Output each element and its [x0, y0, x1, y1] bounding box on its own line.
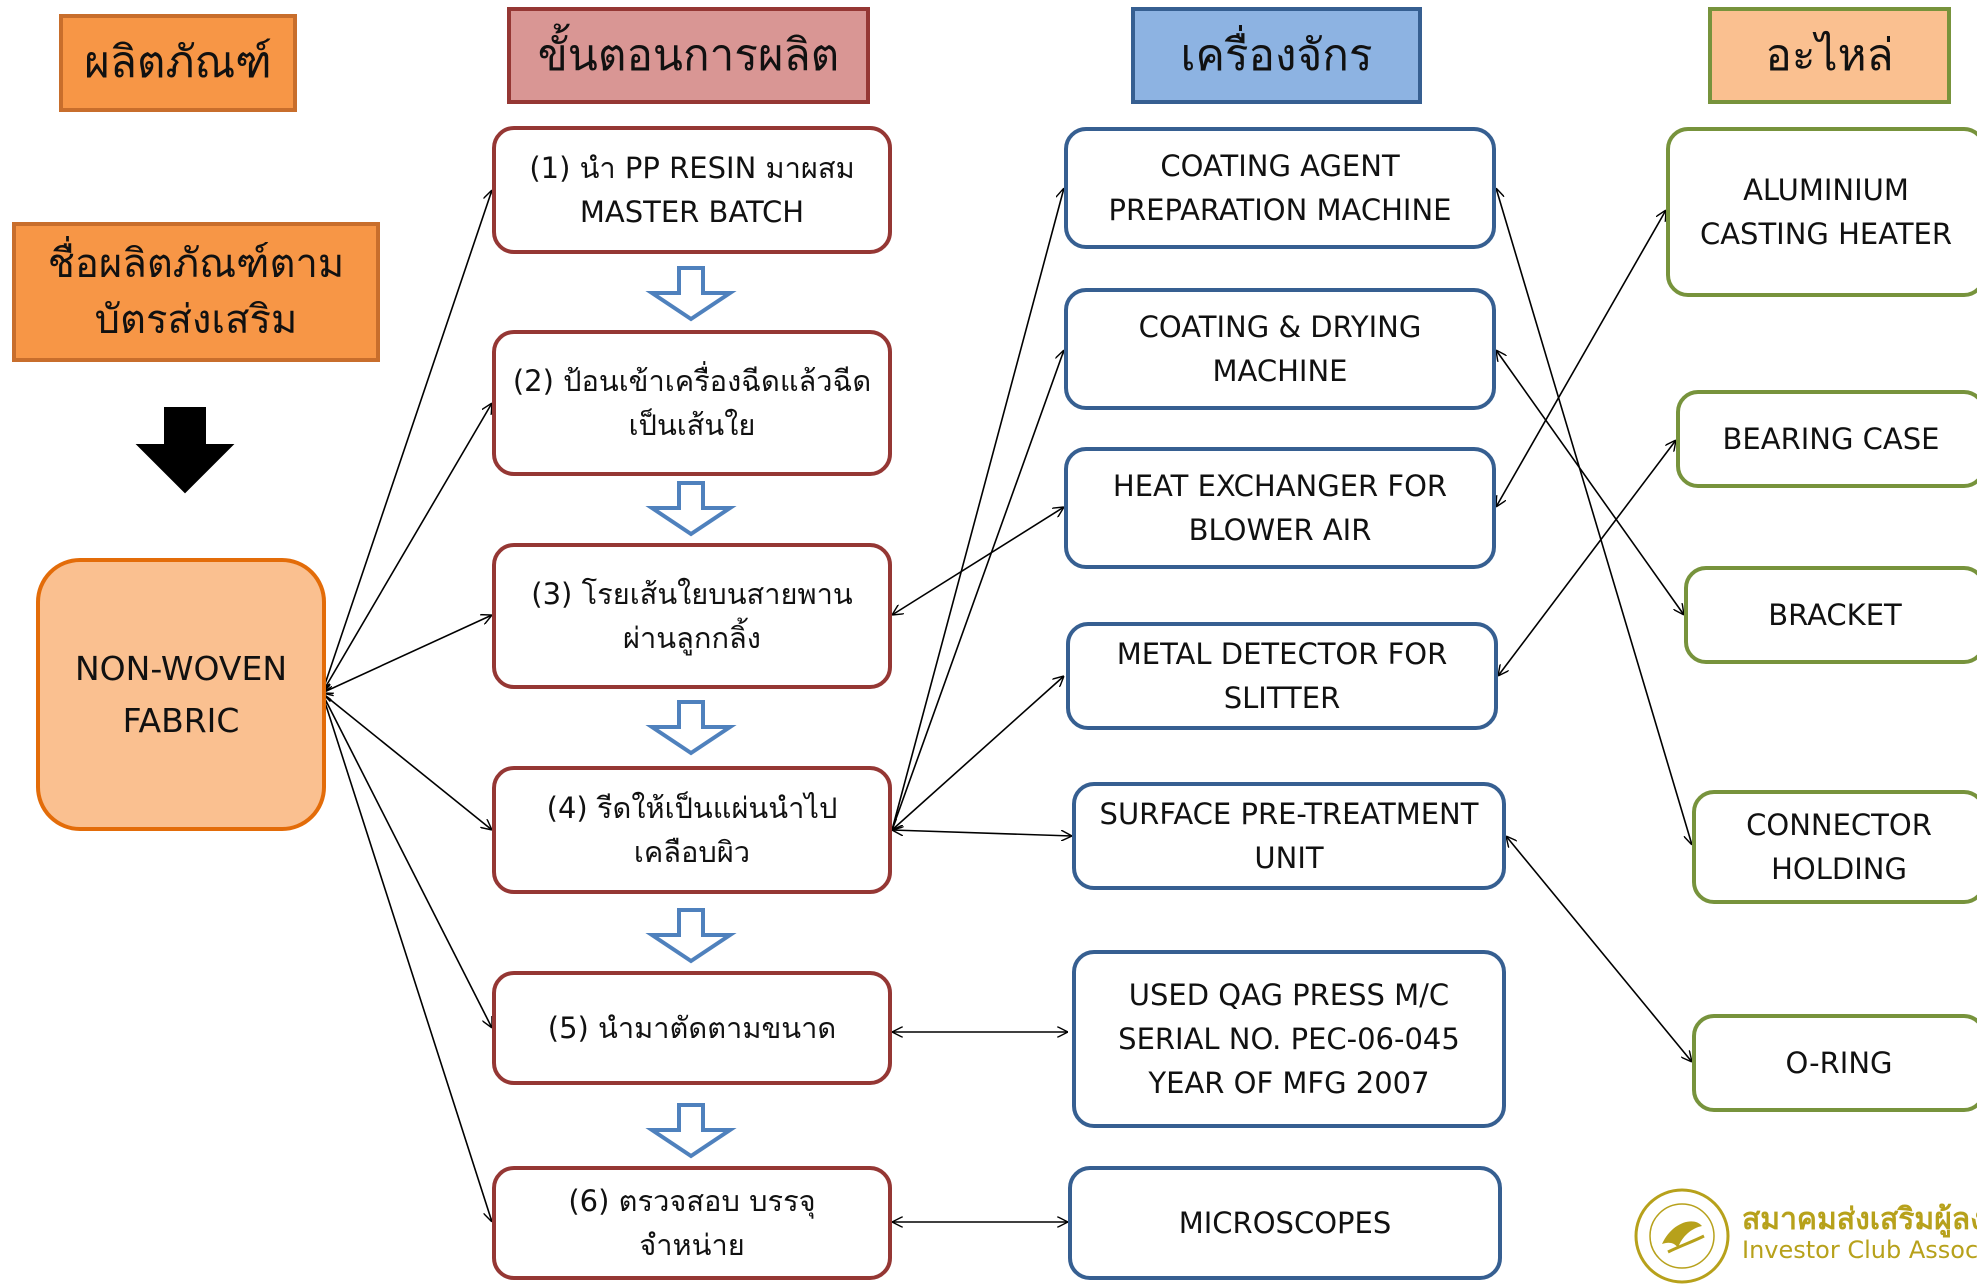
- link-step4-coating-agent: [891, 188, 1064, 831]
- machine-surface-treatment: SURFACE PRE-TREATMENT UNIT: [1072, 782, 1506, 890]
- machine-5-line2: UNIT: [1254, 841, 1324, 875]
- process-step-1: (1) นำ PP RESIN มาผสม MASTER BATCH: [492, 126, 892, 254]
- logo-english-text: Investor Club Association: [1742, 1236, 1977, 1264]
- link-product-step4: [322, 693, 492, 830]
- part-connector-holding: CONNECTOR HOLDING: [1692, 790, 1977, 904]
- black-down-arrow: [135, 407, 235, 494]
- association-logo: สมาคมส่งเสริมผู้ลงทุน Investor Club Asso…: [1632, 1178, 1977, 1284]
- process-step-4: (4) รีดให้เป็นแผ่นนำไป เคลือบผิว: [492, 766, 892, 894]
- step-2-line2: เป็นเส้นใย: [628, 408, 756, 442]
- product-line2: FABRIC: [122, 700, 240, 740]
- part-1-line1: ALUMINIUM: [1743, 173, 1909, 207]
- down-arrow-5: [645, 1103, 737, 1159]
- step-1-line1: (1) นำ PP RESIN มาผสม: [529, 151, 855, 185]
- machine-2-line2: MACHINE: [1212, 354, 1348, 388]
- down-arrow-1: [645, 266, 737, 322]
- machine-microscopes: MICROSCOPES: [1068, 1166, 1502, 1280]
- down-arrow-2: [645, 481, 737, 537]
- machine-2-line1: COATING & DRYING: [1138, 310, 1422, 344]
- machine-6-line2: SERIAL NO. PEC-06-045: [1118, 1022, 1460, 1056]
- machine-heat-exchanger: HEAT EXCHANGER FOR BLOWER AIR: [1064, 447, 1496, 569]
- header-process-label: ขั้นตอนการผลิต: [537, 29, 840, 81]
- step-3-line2: ผ่านลูกกลิ้ง: [623, 621, 761, 655]
- link-step4-metal-detector: [892, 676, 1064, 830]
- header-machine-label: เครื่องจักร: [1180, 29, 1373, 81]
- part-bracket: BRACKET: [1684, 566, 1977, 664]
- header-process: ขั้นตอนการผลิต: [507, 7, 870, 104]
- part-5-line1: O-RING: [1785, 1046, 1893, 1080]
- association-seal-icon: [1634, 1188, 1730, 1284]
- link-heat-exchanger-aluminium: [1496, 210, 1666, 507]
- header-parts: อะไหล่: [1708, 7, 1951, 104]
- part-1-line2: CASTING HEATER: [1699, 217, 1953, 251]
- header-parts-label: อะไหล่: [1765, 29, 1894, 81]
- promo-name-line2: บัตรส่งเสริม: [94, 297, 298, 343]
- part-4-line2: HOLDING: [1771, 852, 1907, 886]
- machine-4-line2: SLITTER: [1223, 681, 1341, 715]
- step-2-line1: (2) ป้อนเข้าเครื่องฉีดแล้วฉีด: [512, 364, 872, 398]
- step-6-line2: จำหน่าย: [639, 1228, 745, 1262]
- step-3-line1: (3) โรยเส้นใยบนสายพาน: [531, 577, 853, 611]
- step-6-line1: (6) ตรวจสอบ บรรจุ: [568, 1184, 816, 1218]
- process-step-3: (3) โรยเส้นใยบนสายพาน ผ่านลูกกลิ้ง: [492, 543, 892, 689]
- down-arrow-3: [645, 700, 737, 756]
- step-4-line2: เคลือบผิว: [633, 835, 751, 869]
- part-2-line1: BEARING CASE: [1722, 422, 1940, 456]
- link-step4-surface-unit: [892, 830, 1072, 836]
- link-step4-coating-drying: [891, 350, 1064, 831]
- machine-7-line1: MICROSCOPES: [1178, 1206, 1392, 1240]
- machine-1-line1: COATING AGENT: [1160, 149, 1400, 183]
- product-line1: NON-WOVEN: [74, 648, 288, 688]
- link-product-step5: [322, 693, 492, 1028]
- machine-coating-drying: COATING & DRYING MACHINE: [1064, 288, 1496, 410]
- promo-product-name: ชื่อผลิตภัณฑ์ตาม บัตรส่งเสริม: [12, 222, 380, 362]
- link-product-step6: [322, 693, 492, 1222]
- part-3-line1: BRACKET: [1768, 598, 1902, 632]
- link-product-step3: [322, 615, 492, 693]
- link-product-step2: [322, 403, 492, 693]
- machine-coating-agent: COATING AGENT PREPARATION MACHINE: [1064, 127, 1496, 249]
- machine-3-line2: BLOWER AIR: [1188, 513, 1372, 547]
- header-product-label: ผลิตภัณฑ์: [84, 37, 272, 88]
- part-bearing-case: BEARING CASE: [1676, 390, 1977, 488]
- header-product: ผลิตภัณฑ์: [59, 14, 297, 112]
- link-surface-unit-oring: [1506, 836, 1692, 1062]
- step-1-line2: MASTER BATCH: [579, 195, 805, 229]
- promo-name-line1: ชื่อผลิตภัณฑ์ตาม: [47, 241, 345, 287]
- process-step-6: (6) ตรวจสอบ บรรจุ จำหน่าย: [492, 1166, 892, 1280]
- step-4-line1: (4) รีดให้เป็นแผ่นนำไป: [546, 791, 838, 825]
- header-machine: เครื่องจักร: [1131, 7, 1422, 104]
- logo-thai-text: สมาคมส่งเสริมผู้ลงทุน: [1742, 1202, 1977, 1237]
- machine-4-line1: METAL DETECTOR FOR: [1116, 637, 1448, 671]
- part-o-ring: O-RING: [1692, 1014, 1977, 1112]
- machine-qag-press: USED QAG PRESS M/C SERIAL NO. PEC-06-045…: [1072, 950, 1506, 1128]
- link-coating-agent-connector: [1496, 188, 1692, 845]
- machine-6-line3: YEAR OF MFG 2007: [1148, 1066, 1430, 1100]
- product-node: NON-WOVEN FABRIC: [36, 558, 326, 831]
- part-4-line1: CONNECTOR: [1746, 808, 1932, 842]
- link-step3-heat-exchanger: [892, 507, 1064, 615]
- machine-5-line1: SURFACE PRE-TREATMENT: [1099, 797, 1479, 831]
- process-step-2: (2) ป้อนเข้าเครื่องฉีดแล้วฉีด เป็นเส้นใย: [492, 330, 892, 476]
- part-aluminium-heater: ALUMINIUM CASTING HEATER: [1666, 127, 1977, 297]
- machine-metal-detector: METAL DETECTOR FOR SLITTER: [1066, 622, 1498, 730]
- process-step-5: (5) นำมาตัดตามขนาด: [492, 971, 892, 1085]
- down-arrow-4: [645, 908, 737, 964]
- link-coating-drying-bracket: [1496, 350, 1684, 615]
- step-5-line1: (5) นำมาตัดตามขนาด: [547, 1011, 837, 1045]
- link-metal-detector-bearing: [1498, 440, 1676, 676]
- machine-3-line1: HEAT EXCHANGER FOR: [1112, 469, 1448, 503]
- machine-1-line2: PREPARATION MACHINE: [1108, 193, 1452, 227]
- machine-6-line1: USED QAG PRESS M/C: [1128, 978, 1450, 1012]
